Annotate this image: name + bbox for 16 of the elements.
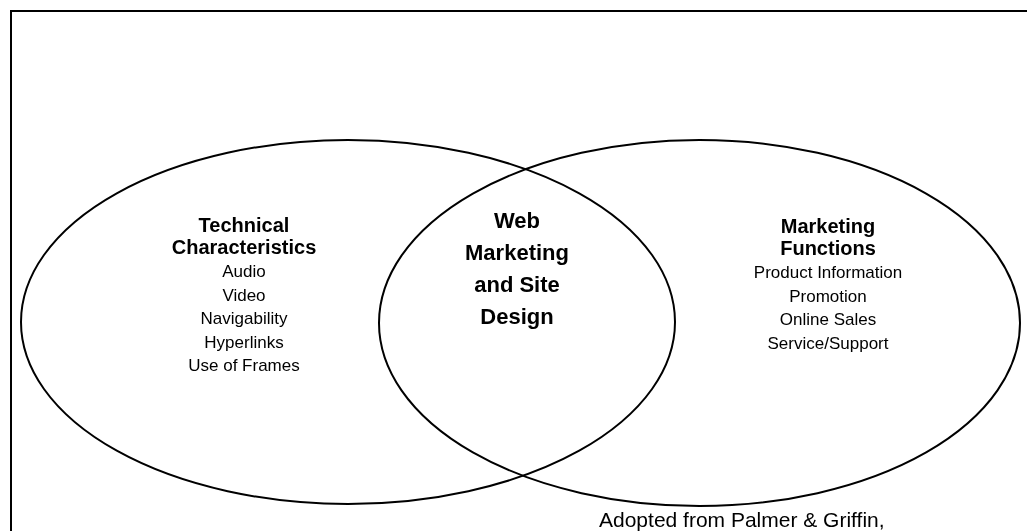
list-item: Promotion [789,285,867,308]
list-item: Video [222,284,266,307]
venn-ellipse [378,139,1021,507]
venn-ellipse [20,139,676,505]
overlap-label: Web Marketing and Site Design [464,207,570,331]
list-item: Hyperlinks [204,331,284,354]
list-item: Service/Support [767,332,889,355]
set-heading: Technical Characteristics [170,214,318,258]
list-item: Online Sales [779,309,877,331]
set-heading: Marketing Functions [779,215,877,259]
source-note: Adopted from Palmer & Griffin, [599,508,885,531]
list-item: Product Information [753,262,903,284]
frame-box [10,10,1027,531]
list-item: Use of Frames [188,355,300,377]
list-item: Audio [222,261,266,283]
list-item: Navigability [200,308,288,330]
